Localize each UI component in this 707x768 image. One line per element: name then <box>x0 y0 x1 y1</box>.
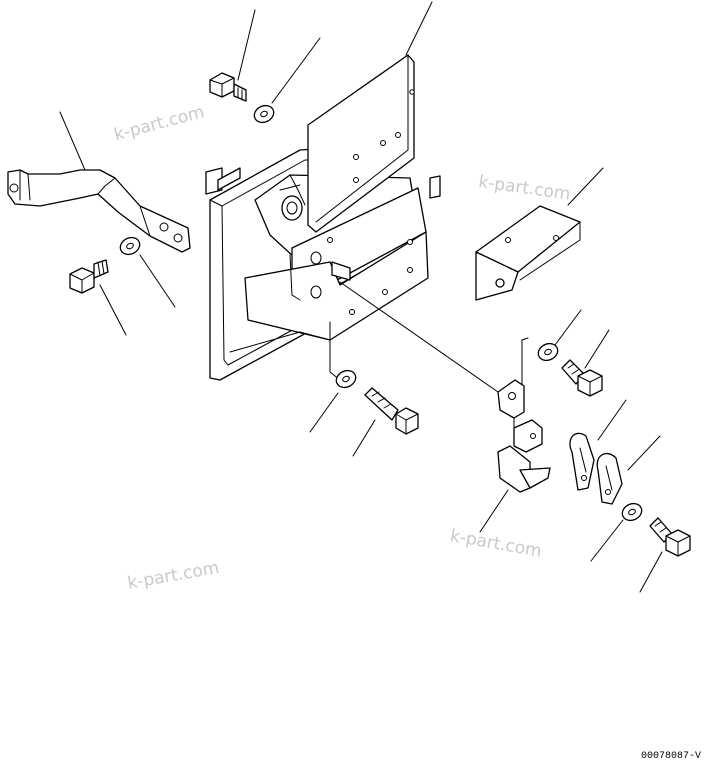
upper-bolt <box>209 72 247 102</box>
right-bolt-lower <box>649 517 691 557</box>
lower-channel-bracket <box>229 187 429 353</box>
drawing-code: 00078087-V <box>640 751 701 762</box>
right-washer-upper <box>537 342 559 362</box>
clamp-bracket <box>497 379 551 493</box>
center-washer <box>335 369 357 389</box>
right-washer-lower <box>621 502 643 522</box>
left-bolt <box>69 259 109 294</box>
left-washer <box>119 236 141 256</box>
clip-lower <box>596 453 623 505</box>
clip-upper <box>569 432 595 491</box>
right-bolt-upper <box>561 359 603 397</box>
upper-plate <box>307 54 441 233</box>
center-bolt <box>364 387 419 435</box>
left-arm-bracket <box>7 169 191 253</box>
upper-washer <box>253 104 275 124</box>
leader-lines <box>59 1 663 593</box>
right-angle-bracket <box>475 205 581 301</box>
